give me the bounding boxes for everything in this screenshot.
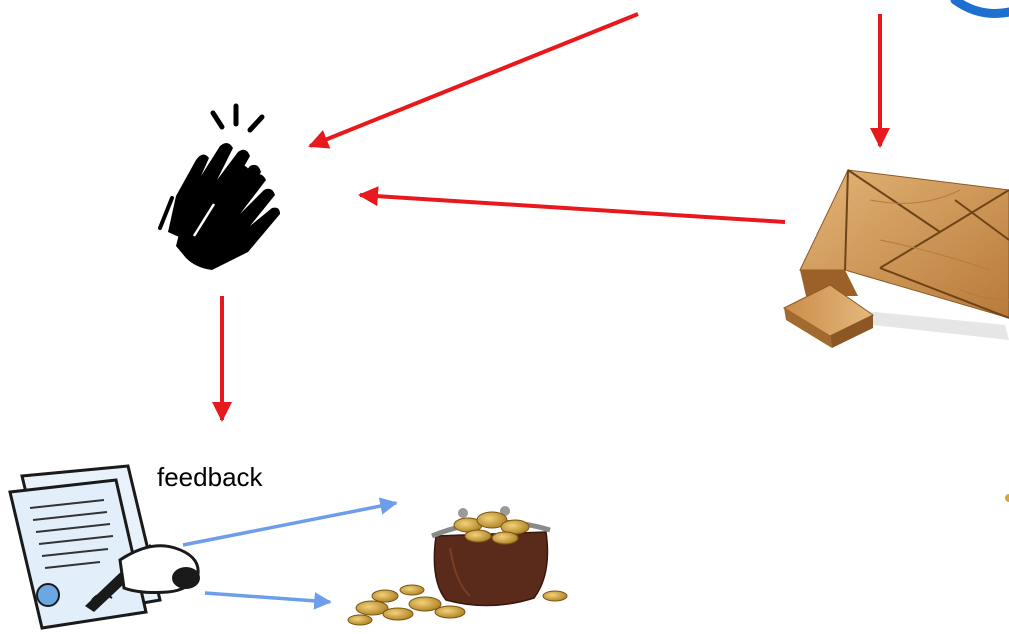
signed-document-icon — [8, 464, 200, 630]
wooden-tangram-puzzle-icon — [782, 169, 1009, 348]
arrow-document-to-purse-lower — [204, 591, 332, 610]
partial-right-edge-dot — [1005, 494, 1009, 502]
arrow-top-to-clap — [308, 12, 639, 149]
feedback-label: feedback — [157, 462, 263, 492]
arrow-puzzle-to-clap — [358, 186, 786, 224]
partial-top-right-shape — [950, 0, 1009, 18]
clapping-hands-icon — [158, 103, 280, 270]
arrow-document-to-purse-upper — [182, 497, 398, 547]
coin-purse-icon — [347, 506, 568, 626]
